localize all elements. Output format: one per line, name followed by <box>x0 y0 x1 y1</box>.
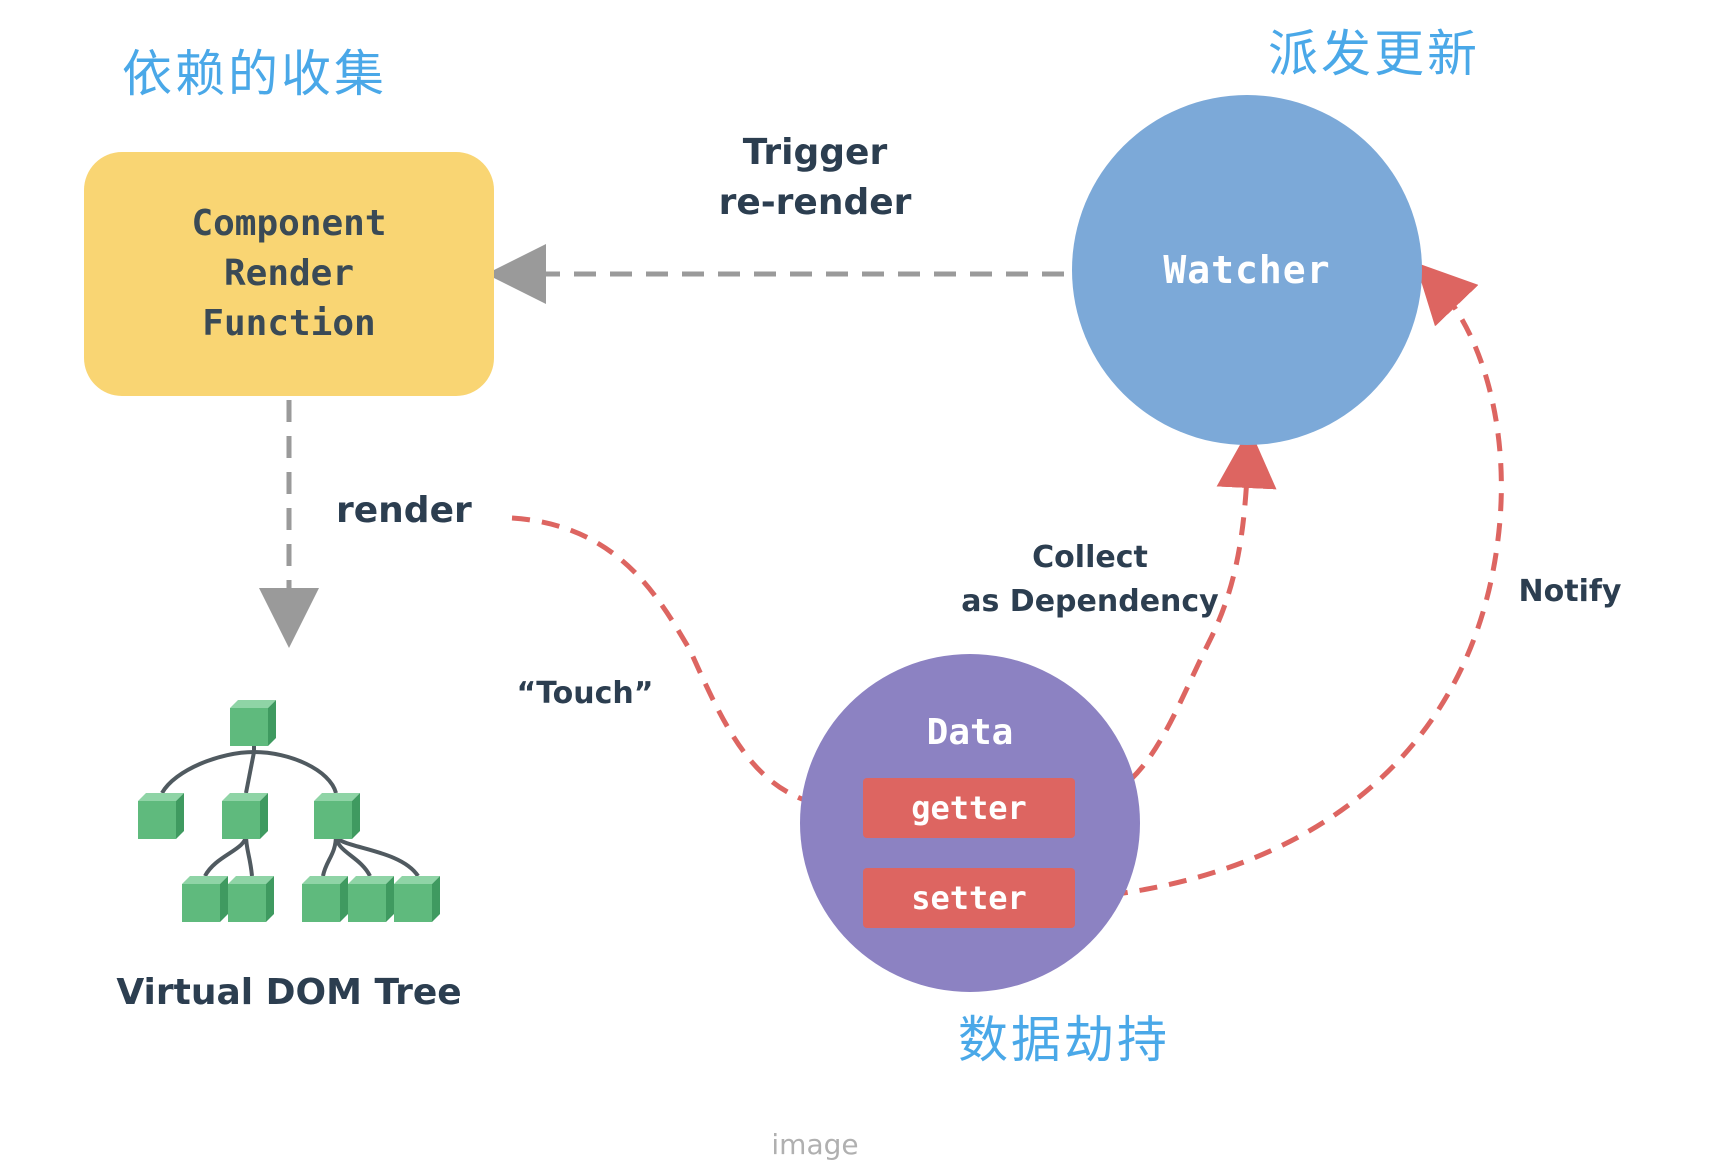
render-function-label: Component Render Function <box>191 203 387 344</box>
vdom-leaf-node <box>302 876 348 922</box>
notify-arrow <box>1079 262 1504 901</box>
vdom-node <box>314 793 360 839</box>
title-dispatch-update: 派发更新 <box>1268 25 1480 83</box>
touch-arrow <box>511 515 870 835</box>
render-label: render <box>336 490 472 531</box>
data-label: Data <box>926 712 1014 753</box>
title-dependency-collection: 依赖的收集 <box>122 45 387 103</box>
vdom-leaf-node <box>182 876 228 922</box>
touch-label: “Touch” <box>516 676 654 711</box>
data-node: Data getter setter <box>800 654 1140 992</box>
watcher-node: Watcher <box>1072 95 1422 445</box>
getter-label: getter <box>911 789 1027 827</box>
image-caption: image <box>771 1128 859 1161</box>
title-data-hijacking: 数据劫持 <box>958 1011 1170 1069</box>
render-function-box: Component Render Function <box>84 152 494 396</box>
getter-pill: getter <box>863 778 1075 838</box>
setter-pill: setter <box>863 868 1075 928</box>
vdom-leaf-node <box>228 876 274 922</box>
notify-label: Notify <box>1518 574 1622 609</box>
vdom-tree-nodes <box>138 700 440 922</box>
vdom-root-node <box>230 700 276 746</box>
watcher-label: Watcher <box>1163 248 1331 292</box>
vdom-node <box>222 793 268 839</box>
vdom-leaf-node <box>394 876 440 922</box>
setter-label: setter <box>911 879 1027 917</box>
collect-dependency-label: Collect as Dependency <box>961 540 1219 619</box>
vdom-tree-label: Virtual DOM Tree <box>116 972 462 1013</box>
trigger-rerender-label: Trigger re-render <box>718 132 912 223</box>
vdom-tree-links <box>160 722 420 878</box>
collect-dependency-arrow <box>1079 428 1277 811</box>
vdom-leaf-node <box>348 876 394 922</box>
vdom-node <box>138 793 184 839</box>
